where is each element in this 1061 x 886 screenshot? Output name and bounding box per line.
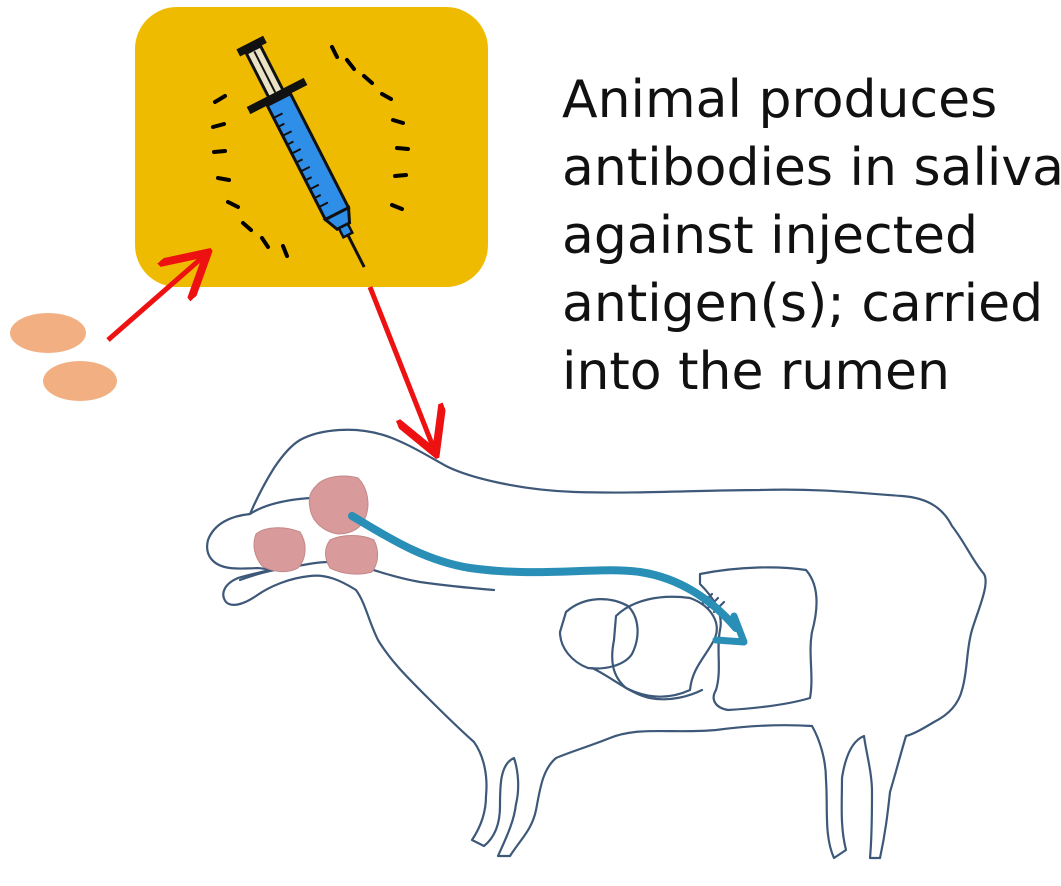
caption-line: antibodies in saliva bbox=[562, 134, 1061, 202]
antigen-group bbox=[10, 313, 117, 401]
salivary-gland-shape bbox=[326, 536, 378, 575]
omasum-outline bbox=[560, 599, 638, 668]
caption-line: Animal produces bbox=[562, 66, 1061, 134]
transfer-arrow bbox=[370, 287, 434, 449]
caption-line: against injected bbox=[562, 202, 1061, 270]
salivary-gland-shape bbox=[309, 476, 368, 534]
antigen-ellipse bbox=[10, 313, 86, 353]
caption-text: Animal produces antibodies in saliva aga… bbox=[562, 66, 1061, 406]
salivary-glands bbox=[254, 476, 378, 574]
antigen-ellipse bbox=[43, 361, 117, 401]
caption-line: into the rumen bbox=[562, 338, 1061, 406]
sheep-face-line bbox=[250, 498, 310, 514]
reticulum-outline bbox=[612, 597, 717, 697]
injection-panel bbox=[135, 7, 488, 287]
salivary-gland-shape bbox=[254, 528, 305, 572]
caption-line: antigen(s); carried bbox=[562, 270, 1061, 338]
